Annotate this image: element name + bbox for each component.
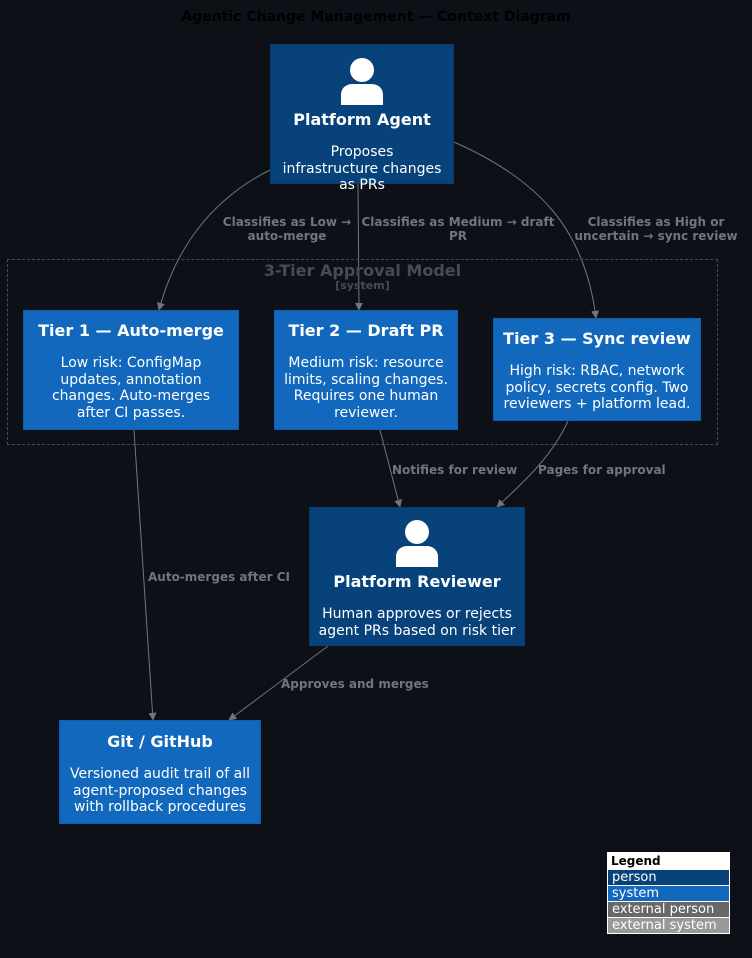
node-description: Versioned audit trail of all agent-propo…	[70, 766, 250, 815]
legend-item-external-person: external person	[608, 901, 729, 917]
link-tier3-reviewer	[496, 420, 569, 508]
node-name: Platform Reviewer	[333, 572, 501, 591]
link-agent-tier1	[156, 169, 271, 311]
rel-label-agent-tier2: Classifies as Medium → draft PR	[361, 215, 555, 243]
link-agent-tier2	[354, 183, 363, 311]
person-icon	[341, 58, 383, 105]
rel-label-tier2-reviewer: Notifies for review	[392, 463, 518, 477]
boundary-title: 3-Tier Approval Model	[263, 261, 462, 280]
boundary-tag: [system]	[335, 279, 390, 292]
link-tier2-reviewer	[379, 429, 403, 508]
node-description: Proposes infrastructure changes as PRs	[282, 144, 442, 193]
legend-item-external-system: external system	[608, 917, 729, 933]
link-tier1-git	[133, 429, 157, 721]
tier2-node[interactable]: Tier 2 — Draft PR Medium risk: resource …	[274, 310, 458, 430]
link-agent-tier3	[453, 141, 600, 319]
node-name: Tier 1 — Auto-merge	[38, 321, 224, 340]
person-icon	[396, 520, 438, 567]
git-github-node[interactable]: Git / GitHub Versioned audit trail of al…	[59, 720, 261, 824]
node-description: Low risk: ConfigMap updates, annotation …	[51, 355, 211, 421]
rel-label-tier1-git: Auto-merges after CI	[148, 570, 290, 584]
tier1-node[interactable]: Tier 1 — Auto-merge Low risk: ConfigMap …	[23, 310, 239, 430]
diagram-title: Agentic Change Management — Context Diag…	[181, 9, 571, 25]
node-description: Human approves or rejects agent PRs base…	[318, 606, 516, 639]
legend: Legend person system external person ext…	[607, 852, 730, 934]
node-description: Medium risk: resource limits, scaling ch…	[284, 355, 448, 421]
node-name: Git / GitHub	[107, 732, 213, 751]
approval-model-boundary	[7, 259, 718, 445]
rel-label-agent-tier1: Classifies as Low → auto-merge	[222, 215, 352, 243]
platform-agent-node[interactable]: Platform Agent Proposes infrastructure c…	[270, 44, 454, 193]
rel-label-tier3-reviewer: Pages for approval	[538, 463, 666, 477]
link-reviewer-git	[228, 645, 329, 721]
legend-item-person: person	[608, 869, 729, 885]
rel-label-reviewer-git: Approves and merges	[281, 677, 429, 691]
node-name: Tier 3 — Sync review	[503, 329, 691, 348]
legend-title: Legend	[611, 854, 661, 868]
node-description: High risk: RBAC, network policy, secrets…	[503, 363, 691, 412]
platform-reviewer-node[interactable]: Platform Reviewer Human approves or reje…	[309, 507, 525, 646]
node-name: Platform Agent	[293, 110, 431, 129]
tier3-node[interactable]: Tier 3 — Sync review High risk: RBAC, ne…	[493, 318, 701, 421]
rel-label-agent-tier3: Classifies as High or uncertain → sync r…	[574, 215, 738, 243]
node-name: Tier 2 — Draft PR	[288, 321, 444, 340]
legend-item-system: system	[608, 885, 729, 901]
